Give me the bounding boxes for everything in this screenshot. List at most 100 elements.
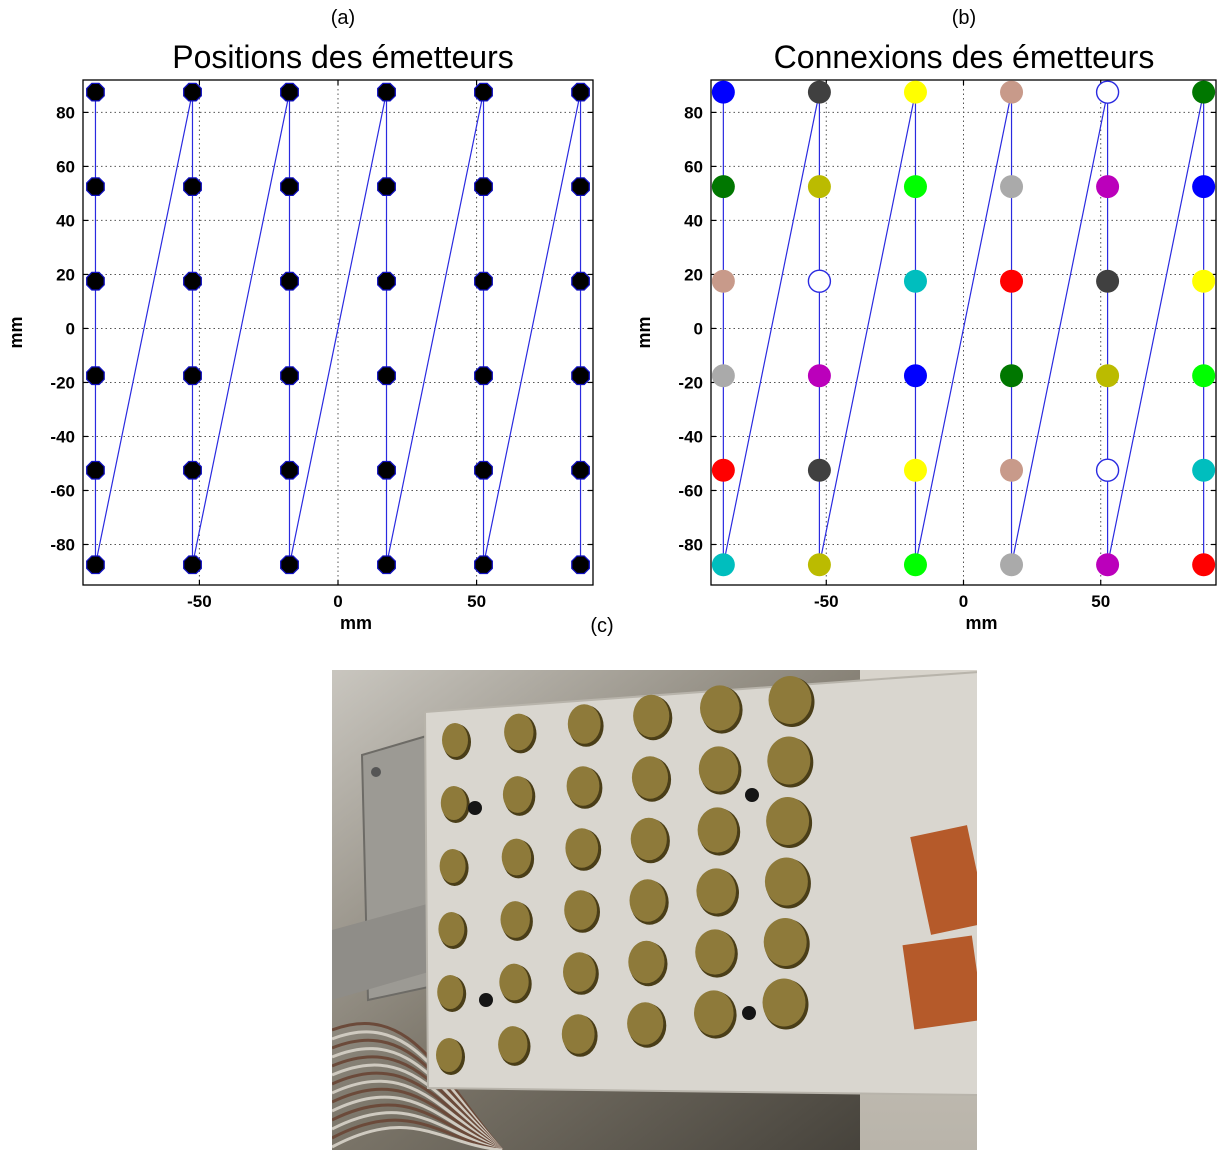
y-tick-label: -60 [50, 481, 75, 500]
panel-label: (a) [331, 7, 355, 29]
emitter-marker [807, 80, 831, 104]
emitter-hole [563, 952, 596, 992]
emitter-marker [377, 555, 396, 575]
emitter-marker [1192, 364, 1216, 388]
y-tick-label: -80 [678, 535, 703, 554]
x-axis-label: mm [965, 613, 997, 633]
emitter-marker [183, 460, 202, 480]
emitter-marker [474, 555, 493, 575]
chart-title: Positions des émetteurs [172, 39, 514, 75]
y-tick-label: -80 [50, 535, 75, 554]
emitter-marker [711, 458, 735, 482]
y-tick-label: 60 [56, 157, 75, 176]
emitter-marker [807, 458, 831, 482]
y-tick-label: -40 [678, 427, 703, 446]
y-tick-label: -40 [50, 427, 75, 446]
emitter-marker [377, 271, 396, 291]
emitter-hole [627, 1002, 664, 1045]
y-tick-label: 80 [56, 103, 75, 122]
emitter-hole [501, 838, 532, 876]
emitter-hole [440, 786, 467, 820]
emitter-marker [1192, 80, 1216, 104]
emitter-hole [565, 828, 599, 868]
emitter-board-photo [332, 670, 977, 1150]
circuit-connector [902, 935, 977, 1030]
board-screw [479, 993, 493, 1007]
emitter-marker [1000, 553, 1024, 577]
board-screw [745, 788, 759, 802]
y-tick-label: -20 [678, 373, 703, 392]
emitter-hole [694, 990, 734, 1036]
emitter-marker [377, 460, 396, 480]
emitter-hole [767, 736, 811, 785]
emitter-marker [711, 175, 735, 199]
board-screw [742, 1006, 756, 1020]
emitter-marker [474, 82, 493, 102]
emitter-marker [183, 366, 202, 386]
emitter-hole [630, 817, 667, 861]
emitter-hole [762, 978, 806, 1027]
emitter-hole [566, 766, 600, 806]
emitter-marker [571, 82, 590, 102]
photo-content [332, 670, 977, 1150]
emitter-hole [437, 975, 464, 1009]
y-axis-label: mm [634, 316, 654, 348]
emitter-hole [438, 912, 465, 946]
emitter-hole [567, 704, 601, 744]
x-tick-label: -50 [814, 592, 839, 611]
emitter-marker [183, 555, 202, 575]
emitter-marker [571, 271, 590, 291]
y-tick-label: 0 [694, 319, 703, 338]
emitter-marker [711, 364, 735, 388]
emitter-marker [1000, 458, 1024, 482]
emitter-marker [1096, 364, 1120, 388]
emitter-hole [628, 940, 665, 984]
cable [332, 1111, 503, 1150]
y-tick-label: 60 [684, 157, 703, 176]
photo-label: (c) [590, 615, 613, 637]
y-tick-label: 20 [684, 265, 703, 284]
emitter-marker [183, 271, 202, 291]
emitter-hole [631, 756, 669, 799]
emitter-hole [700, 685, 740, 731]
emitter-hole [436, 1038, 462, 1072]
emitter-marker [280, 177, 299, 197]
emitter-marker [807, 553, 831, 577]
emitter-hole [763, 918, 807, 966]
y-tick-label: 0 [66, 319, 75, 338]
x-tick-label: 50 [467, 592, 486, 611]
emitter-hole [498, 1026, 528, 1063]
emitter-hole [500, 901, 530, 938]
emitter-marker [86, 82, 105, 102]
emitter-marker [1192, 175, 1216, 199]
emitter-marker [280, 82, 299, 102]
emitter-marker [86, 177, 105, 197]
circuit-connector [910, 825, 977, 935]
emitter-marker [86, 366, 105, 386]
connection-line [94, 92, 582, 565]
emitter-marker [280, 366, 299, 386]
emitter-marker [571, 177, 590, 197]
emitter-marker [711, 80, 735, 104]
emitter-marker [474, 271, 493, 291]
emitter-marker [571, 366, 590, 386]
emitter-hole [561, 1014, 595, 1054]
emitter-marker [1096, 175, 1120, 199]
emitter-marker [807, 364, 831, 388]
emitter-hole [633, 694, 670, 738]
emitter-marker [1192, 553, 1216, 577]
emitter-marker [903, 175, 927, 199]
emitter-marker [571, 460, 590, 480]
y-axis-label: mm [6, 316, 26, 348]
emitter-marker [807, 269, 832, 293]
emitter-marker [474, 366, 493, 386]
emitter-hole [629, 879, 666, 922]
y-tick-label: 20 [56, 265, 75, 284]
emitter-marker [571, 555, 590, 575]
y-tick-label: 40 [56, 211, 75, 230]
emitter-marker [1192, 269, 1216, 293]
emitter-marker [377, 177, 396, 197]
emitter-hole [499, 963, 529, 1001]
emitter-marker [1192, 458, 1216, 482]
